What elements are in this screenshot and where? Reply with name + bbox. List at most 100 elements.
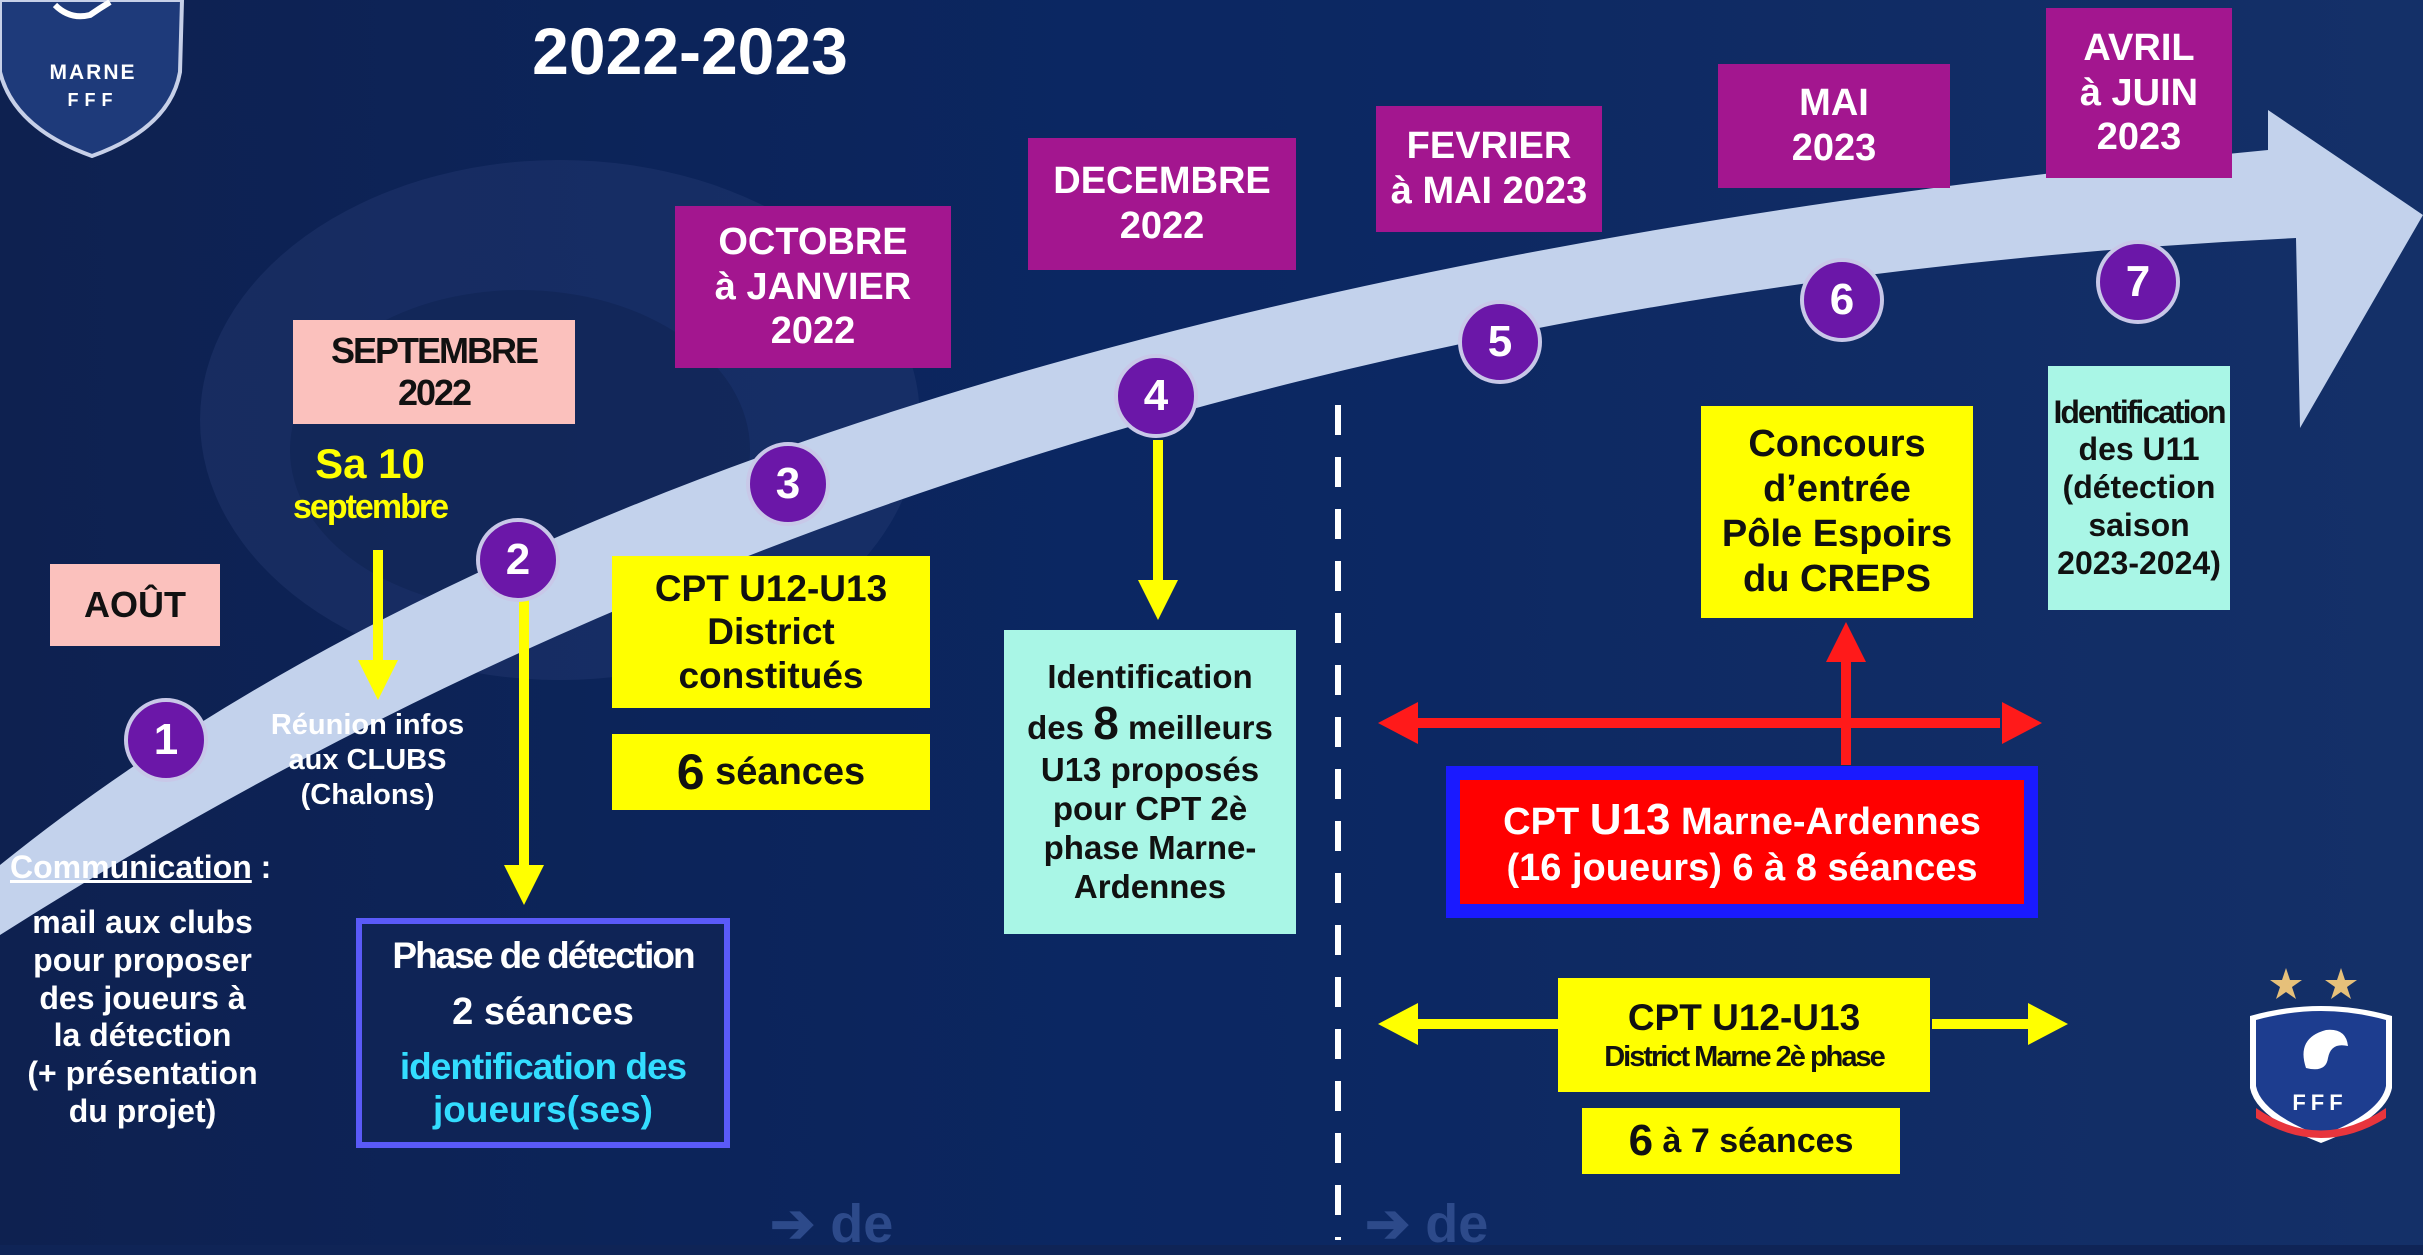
faded-text-1: ➔ de — [770, 1194, 894, 1254]
page-title: 2022-2023 — [532, 14, 848, 88]
date-sept-line1: SEPTEMBRE — [330, 329, 539, 371]
ident-u13-line5: phase Marne- — [1043, 828, 1257, 866]
date-mai: MAI 2023 — [1718, 64, 1950, 188]
communication-heading: Communication : — [10, 848, 330, 886]
communication-colon: : — [251, 849, 272, 885]
date-avr-line3: 2023 — [2096, 116, 2182, 159]
step-1: 1 — [124, 698, 208, 782]
ident-u13-box: Identification des 8 meilleurs U13 propo… — [1004, 630, 1296, 934]
seances-67-num: 6 — [1628, 1116, 1654, 1166]
step-5: 5 — [1458, 300, 1542, 384]
comm-line6: du projet) — [68, 1092, 217, 1129]
detection-ident-line2: joueurs(ses) — [432, 1089, 653, 1131]
step-3: 3 — [746, 442, 830, 526]
cpt-ma-a: CPT — [1503, 800, 1590, 843]
logo-marne-text: MARNE — [49, 61, 137, 84]
cpt-ma-u13: U13 — [1589, 794, 1671, 844]
seances-6-num: 6 — [676, 743, 705, 800]
reunion-line3: (Chalons) — [300, 778, 435, 811]
cpt-district-box: CPT U12-U13 District constitués — [612, 556, 930, 708]
sa10-line2: septembre — [293, 488, 449, 527]
concours-box: Concours d’entrée Pôle Espoirs du CREPS — [1701, 406, 1973, 618]
reunion-line1: Réunion infos — [270, 709, 465, 741]
date-avr-line2: à JUIN — [2079, 71, 2199, 114]
seances-6-label: séances — [704, 750, 866, 793]
date-fevrier: FEVRIER à MAI 2023 — [1376, 106, 1602, 232]
concours-line1: Concours — [1748, 423, 1926, 466]
cpt-district-line3: constitués — [678, 654, 864, 696]
cpt-district-line2: District — [707, 611, 835, 653]
reunion-line2: aux CLUBS — [288, 743, 447, 776]
ident-u11-line2: des U11 — [2078, 431, 2200, 468]
ident-u13-des: des — [1027, 709, 1094, 747]
step-7: 7 — [2096, 240, 2180, 324]
ident-u13-line6: Ardennes — [1073, 867, 1227, 905]
concours-line3: Pôle Espoirs — [1721, 513, 1953, 555]
cpt-district2-line1: CPT U12-U13 — [1627, 997, 1861, 1039]
concours-line2: d’entrée — [1763, 468, 1911, 511]
comm-line2: pour proposer — [33, 941, 252, 978]
ident-u11-line3: (détection — [2062, 469, 2216, 506]
ident-u13-line2: des 8 meilleurs — [1027, 696, 1273, 750]
date-avr-line1: AVRIL — [2083, 26, 2195, 69]
seances-67-label: à 7 séances — [1653, 1121, 1854, 1160]
cpt-district2-box: CPT U12-U13 District Marne 2è phase — [1558, 978, 1930, 1092]
detection-title: Phase de détection — [392, 935, 695, 977]
cpt-ma-line1: CPT U13 Marne-Ardennes — [1503, 794, 1981, 846]
cpt-ma-frame: CPT U13 Marne-Ardennes (16 joueurs) 6 à … — [1446, 766, 2038, 918]
ident-u11-line4: saison — [2088, 506, 2190, 543]
communication-body: mail aux clubs pour proposer des joueurs… — [0, 904, 285, 1131]
fff-logo — [2250, 968, 2392, 1143]
ident-u11-line1: Identification — [2053, 393, 2226, 430]
fff-logo-text: FFF — [2292, 1090, 2348, 1115]
comm-line4: la détection — [53, 1017, 232, 1054]
step-4: 4 — [1114, 354, 1198, 438]
cpt-ma-line2: (16 joueurs) 6 à 8 séances — [1506, 846, 1978, 889]
date-mai-line1: MAI — [1799, 82, 1869, 125]
date-aout-label: AOÛT — [84, 583, 186, 625]
logo-fff-text: FFF — [67, 90, 119, 110]
date-avril: AVRIL à JUIN 2023 — [2046, 8, 2232, 178]
date-dec-line1: DECEMBRE — [1053, 160, 1271, 203]
step-6: 6 — [1800, 258, 1884, 342]
comm-line5: (+ présentation — [27, 1055, 258, 1091]
cpt-ma-c: Marne-Ardennes — [1670, 800, 1981, 843]
ident-u11-line5: 2023-2024) — [2057, 544, 2221, 581]
date-oct-line1: OCTOBRE — [718, 220, 908, 263]
sa10-label: Sa 10 septembre — [270, 440, 470, 527]
seances-6-box: 6 séances — [612, 734, 930, 810]
ident-u11-box: Identification des U11 (détection saison… — [2048, 366, 2230, 610]
concours-line4: du CREPS — [1743, 557, 1931, 600]
faded-text-2: ➔ de — [1365, 1194, 1489, 1254]
seances-67-box: 6 à 7 séances — [1582, 1108, 1900, 1174]
date-mai-line2: 2023 — [1791, 127, 1877, 169]
step-2: 2 — [476, 518, 560, 602]
date-octobre: OCTOBRE à JANVIER 2022 — [675, 206, 951, 368]
cpt-district-line1: CPT U12-U13 — [654, 567, 888, 609]
cpt-district2-line2: District Marne 2è phase — [1604, 1040, 1886, 1073]
date-decembre: DECEMBRE 2022 — [1028, 138, 1296, 270]
ident-u13-num: 8 — [1093, 697, 1119, 750]
reunion-text: Réunion infos aux CLUBS (Chalons) — [240, 708, 495, 812]
detection-seances: 2 séances — [452, 990, 634, 1033]
date-septembre: SEPTEMBRE 2022 — [293, 320, 575, 424]
ident-u13-line1: Identification — [1047, 657, 1253, 695]
sa10-line1: Sa 10 — [315, 440, 425, 487]
date-dec-line2: 2022 — [1119, 205, 1205, 247]
comm-line3: des joueurs à — [39, 979, 246, 1016]
date-fev-line2: à MAI 2023 — [1390, 170, 1588, 212]
ident-u13-line3: U13 proposés — [1040, 750, 1260, 788]
date-aout: AOÛT — [50, 564, 220, 646]
ident-u13-meilleurs: meilleurs — [1118, 709, 1273, 747]
cpt-ma-box: CPT U13 Marne-Ardennes (16 joueurs) 6 à … — [1460, 780, 2024, 904]
date-oct-line3: 2022 — [770, 310, 856, 353]
detection-box: Phase de détection 2 séances identificat… — [356, 918, 730, 1148]
date-fev-line1: FEVRIER — [1406, 125, 1572, 168]
communication-title: Communication — [10, 849, 252, 885]
date-oct-line2: à JANVIER — [714, 265, 912, 308]
detection-ident-line1: identification des — [399, 1045, 687, 1087]
ident-u13-line4: pour CPT 2è — [1052, 789, 1248, 827]
